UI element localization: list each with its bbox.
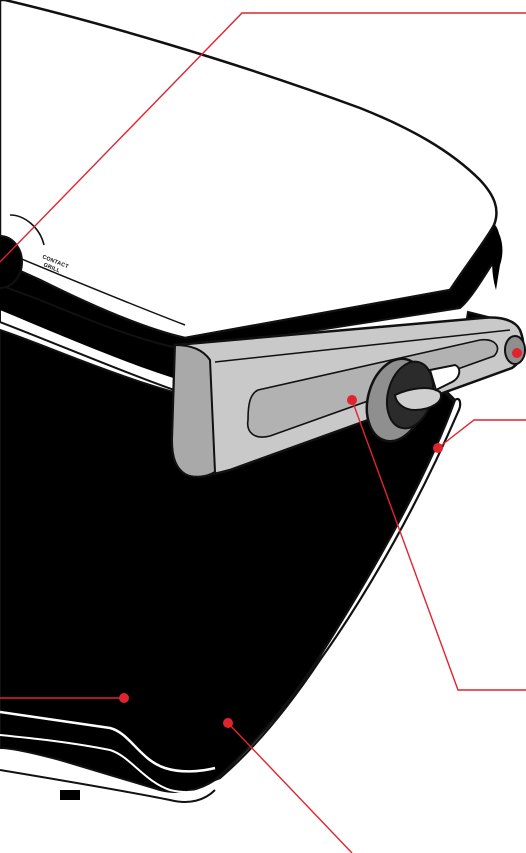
handle-front-face <box>172 345 215 477</box>
callout-dot-side-button <box>347 395 357 405</box>
callout-dot-bottom-plate <box>223 718 233 728</box>
callout-line-bottom-plate <box>228 723 352 853</box>
callout-dot-handle-end <box>512 348 522 358</box>
callout-dot-height-adjuster <box>433 443 443 453</box>
grill-lid <box>0 0 496 338</box>
callout-dot-bottom-housing <box>119 693 129 703</box>
grill-foot <box>60 790 80 800</box>
lid-corner <box>492 225 502 290</box>
